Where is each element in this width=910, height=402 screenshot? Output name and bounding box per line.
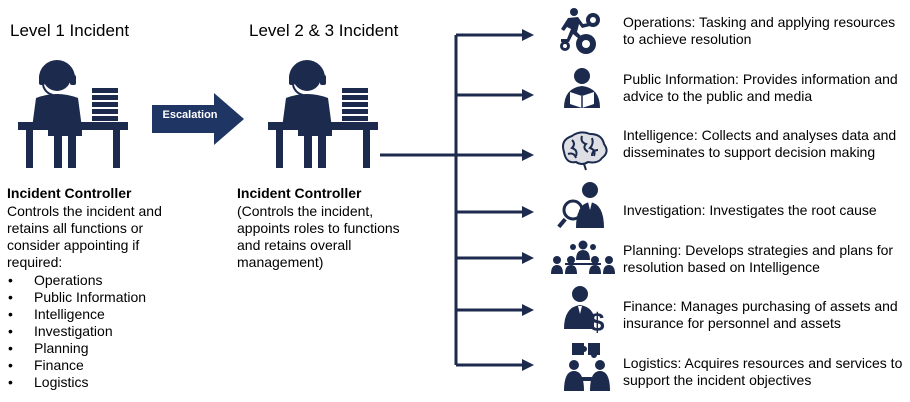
level1-controller-title: Incident Controller (7, 185, 132, 201)
public-information-icon (564, 68, 600, 108)
incident-controller-desk-icon (18, 60, 128, 168)
incident-controller-desk-icon (268, 60, 378, 168)
planning-icon (551, 240, 615, 274)
svg-text:$: $ (590, 307, 605, 337)
function-operations-text: Operations: Tasking and applying resourc… (623, 14, 896, 47)
function-finance-text: Finance: Manages purchasing of assets an… (623, 298, 898, 331)
function-planning-text: Planning: Develops strategies and plans … (623, 242, 894, 275)
list-item: Logistics (8, 374, 146, 391)
logistics-icon (564, 343, 610, 391)
level1-function-list: Operations Public Information Intelligen… (8, 272, 146, 391)
finance-icon: $ (564, 286, 605, 337)
function-investigation-text: Investigation: Investigates the root cau… (623, 202, 877, 218)
level1-controller-desc: Controls the incident and retains all fu… (7, 203, 162, 270)
escalation-label: Escalation (162, 109, 218, 121)
level1-title: Level 1 Incident (10, 21, 130, 40)
level2-controller-desc: (Controls the incident, appoints roles t… (237, 203, 400, 270)
escalation-arrow (152, 93, 244, 145)
intelligence-icon (562, 131, 608, 171)
investigation-icon (557, 182, 604, 229)
list-item: Operations (8, 272, 146, 289)
function-logistics-text: Logistics: Acquires resources and servic… (623, 355, 903, 388)
list-item: Public Information (8, 289, 146, 306)
list-item: Planning (8, 340, 146, 357)
level2-controller-title: Incident Controller (237, 185, 362, 201)
function-public-information-text: Public Information: Provides information… (623, 71, 898, 104)
list-item: Finance (8, 357, 146, 374)
level2-title: Level 2 & 3 Incident (249, 21, 399, 40)
list-item: Investigation (8, 323, 146, 340)
function-intelligence-text: Intelligence: Collects and analyses data… (623, 127, 897, 160)
list-item: Intelligence (8, 306, 146, 323)
operations-icon (560, 8, 600, 54)
